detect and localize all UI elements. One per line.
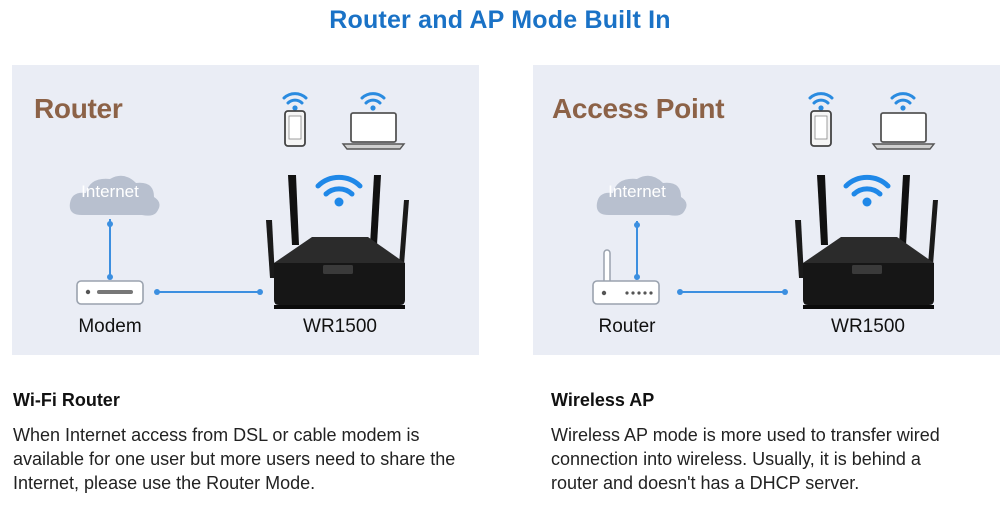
page-title: Router and AP Mode Built In: [329, 6, 671, 34]
wr1500-label: WR1500: [303, 316, 377, 337]
modem-label: Modem: [78, 316, 142, 337]
wireless-ap-description: Wireless AP mode is more used to transfe…: [551, 425, 940, 493]
internet-cloud-label: Internet: [608, 182, 666, 201]
router-wifi-icon: [315, 174, 363, 207]
internet-cloud-icon: [69, 175, 160, 216]
access-point-mode-panel: Access Point Internet Router WR1500: [533, 65, 1000, 355]
wr1500-label: WR1500: [831, 316, 905, 337]
access-point-mode-title: Access Point: [552, 93, 725, 124]
smartphone-icon: [284, 110, 306, 147]
phone-wifi-icon: [282, 92, 308, 111]
router-mode-panel: Router Internet Modem WR1500: [12, 65, 479, 355]
access-point-mode-diagram: [592, 92, 938, 309]
ap-wifi-icon: [843, 174, 891, 207]
smartphone-icon: [810, 110, 832, 147]
internet-cloud-icon: [596, 175, 687, 216]
source-router-label: Router: [598, 316, 656, 337]
wifi-router-description: When Internet access from DSL or cable m…: [13, 425, 456, 493]
router-mode-title: Router: [34, 93, 123, 124]
laptop-wifi-icon: [890, 92, 916, 111]
wifi-router-heading: Wi-Fi Router: [13, 390, 120, 410]
internet-cloud-label: Internet: [81, 182, 139, 201]
router-mode-diagram: [69, 92, 409, 309]
laptop-icon: [341, 112, 406, 150]
laptop-wifi-icon: [360, 92, 386, 111]
laptop-icon: [871, 112, 936, 150]
phone-wifi-icon: [808, 92, 834, 111]
wr1500-router-icon: [795, 175, 938, 309]
wr1500-router-icon: [266, 175, 409, 309]
wireless-ap-heading: Wireless AP: [551, 390, 655, 410]
router-antenna-icon: [592, 249, 660, 305]
modem-icon: [76, 280, 144, 305]
